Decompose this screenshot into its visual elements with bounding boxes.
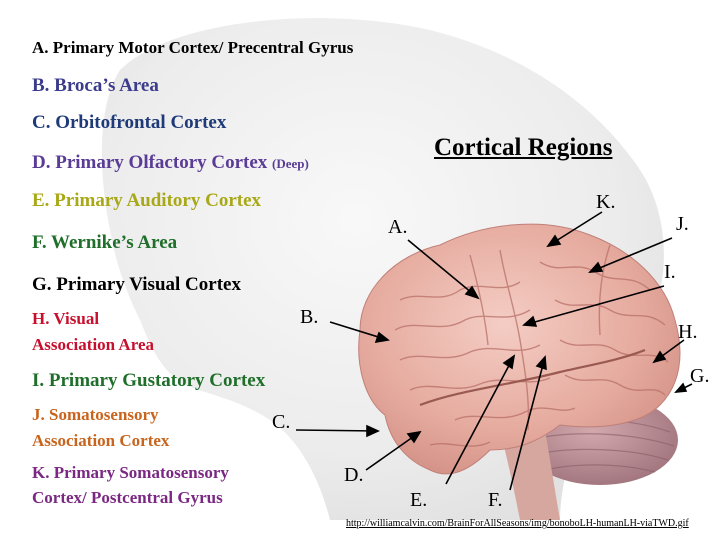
legend-item-d-note: (Deep) [272, 156, 309, 171]
marker-h: H. [678, 321, 698, 343]
marker-a: A. [388, 216, 408, 238]
legend-item-f: F. Wernike’s Area [32, 232, 178, 253]
legend-item-h-line1: H. Visual [32, 309, 100, 328]
legend-item-i: I. Primary Gustatory Cortex [32, 370, 266, 391]
marker-d: D. [344, 464, 364, 486]
brainstem [500, 430, 560, 520]
legend-item-c: C. Orbitofrontal Cortex [32, 112, 227, 133]
pointer-lines [295, 211, 693, 491]
marker-c: C. [272, 411, 291, 433]
legend-item-a: A. Primary Motor Cortex/ Precentral Gyru… [32, 38, 354, 57]
marker-b: B. [300, 306, 319, 328]
legend-item-d-label: D. Primary Olfactory Cortex [32, 152, 268, 173]
marker-f: F. [488, 489, 503, 511]
marker-g: G. [690, 365, 710, 387]
legend-item-h-line2: Association Area [32, 335, 154, 354]
legend-item-e: E. Primary Auditory Cortex [32, 190, 262, 211]
marker-e: E. [410, 489, 428, 511]
marker-i: I. [664, 261, 676, 283]
legend-item-j-line2: Association Cortex [32, 431, 170, 450]
legend-item-k-line2: Cortex/ Postcentral Gyrus [32, 488, 223, 507]
cerebrum [358, 223, 681, 475]
marker-j: J. [676, 213, 689, 235]
source-link[interactable]: http://williamcalvin.com/BrainForAllSeas… [346, 518, 689, 529]
legend-item-b: B. Broca’s Area [32, 75, 159, 96]
legend-item-j-line1: J. Somatosensory [32, 405, 159, 424]
legend-item-g: G. Primary Visual Cortex [32, 274, 241, 295]
legend-item-k-line1: K. Primary Somatosensory [32, 463, 229, 482]
legend-item-d: D. Primary Olfactory Cortex (Deep) [32, 152, 309, 175]
page-title: Cortical Regions [434, 134, 613, 161]
marker-k: K. [596, 191, 616, 213]
